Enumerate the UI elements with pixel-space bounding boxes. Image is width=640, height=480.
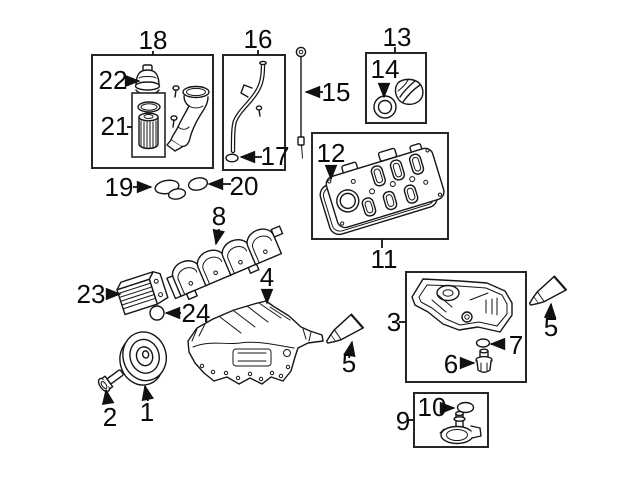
oil-filter-element xyxy=(138,112,159,150)
leader-arrow-5a xyxy=(343,340,356,359)
oil-pickup xyxy=(439,410,482,445)
callout-6-label[interactable]: 6 xyxy=(444,349,458,379)
oil-cooler-seal xyxy=(149,305,165,321)
callout-16-label[interactable]: 16 xyxy=(244,24,273,54)
filter-housing-gasket xyxy=(187,177,209,191)
filter-housing-gaskets xyxy=(154,179,187,200)
housing-bolt-icon xyxy=(170,115,178,128)
pulley-bolt xyxy=(97,369,124,393)
callout-5b-label[interactable]: 5 xyxy=(544,312,558,342)
callout-21-label[interactable]: 21 xyxy=(101,111,130,141)
callout-18-label[interactable]: 18 xyxy=(139,25,168,55)
dipstick-tube xyxy=(230,60,267,154)
callout-8-label[interactable]: 8 xyxy=(212,201,226,231)
lower-oil-pan xyxy=(411,278,513,333)
callout-1-label[interactable]: 1 xyxy=(140,397,154,427)
callout-23-label[interactable]: 23 xyxy=(77,279,106,309)
housing-bolt-icon xyxy=(172,85,180,98)
leader-arrow-8 xyxy=(212,228,225,246)
oil-baffle-tray xyxy=(166,225,284,301)
callout-15-label[interactable]: 15 xyxy=(322,77,351,107)
sealant-tube xyxy=(321,312,365,351)
callout-9-label[interactable]: 9 xyxy=(396,406,410,436)
upper-oil-pan xyxy=(187,300,324,385)
leader-arrow-2 xyxy=(101,388,115,405)
drain-plug xyxy=(475,348,493,373)
leader-arrow-1 xyxy=(141,384,154,402)
callout-2-label[interactable]: 2 xyxy=(103,402,117,432)
crankshaft-pulley xyxy=(119,331,167,386)
oil-dipstick xyxy=(295,46,307,159)
callout-5a-label[interactable]: 5 xyxy=(342,348,356,378)
callout-3-label[interactable]: 3 xyxy=(387,307,401,337)
oil-filter-housing xyxy=(166,85,210,152)
callout-19-label[interactable]: 19 xyxy=(105,172,134,202)
callout-12-label[interactable]: 12 xyxy=(317,138,346,168)
dipstick-tube-seal xyxy=(225,153,239,163)
callout-17-label[interactable]: 17 xyxy=(261,141,290,171)
callout-20-label[interactable]: 20 xyxy=(230,171,259,201)
callout-10-label[interactable]: 10 xyxy=(418,392,447,422)
drain-plug-seal xyxy=(475,338,491,348)
callout-22-label[interactable]: 22 xyxy=(99,65,128,95)
valve-cover xyxy=(325,143,445,229)
callout-4-label[interactable]: 4 xyxy=(260,262,274,292)
callout-24-label[interactable]: 24 xyxy=(182,298,211,328)
leader-arrow-5b xyxy=(543,302,557,321)
oil-cooler xyxy=(116,271,169,316)
valve-cover-assembly xyxy=(319,143,445,236)
callout-14-label[interactable]: 14 xyxy=(371,54,400,84)
callout-7-label[interactable]: 7 xyxy=(509,330,523,360)
pickup-o-ring xyxy=(456,401,475,414)
callout-13-label[interactable]: 13 xyxy=(383,22,412,52)
callout-11-label[interactable]: 11 xyxy=(371,244,398,274)
oil-filler-cap xyxy=(394,78,424,105)
filter-o-ring xyxy=(137,101,161,113)
sealant-tube xyxy=(524,274,568,313)
